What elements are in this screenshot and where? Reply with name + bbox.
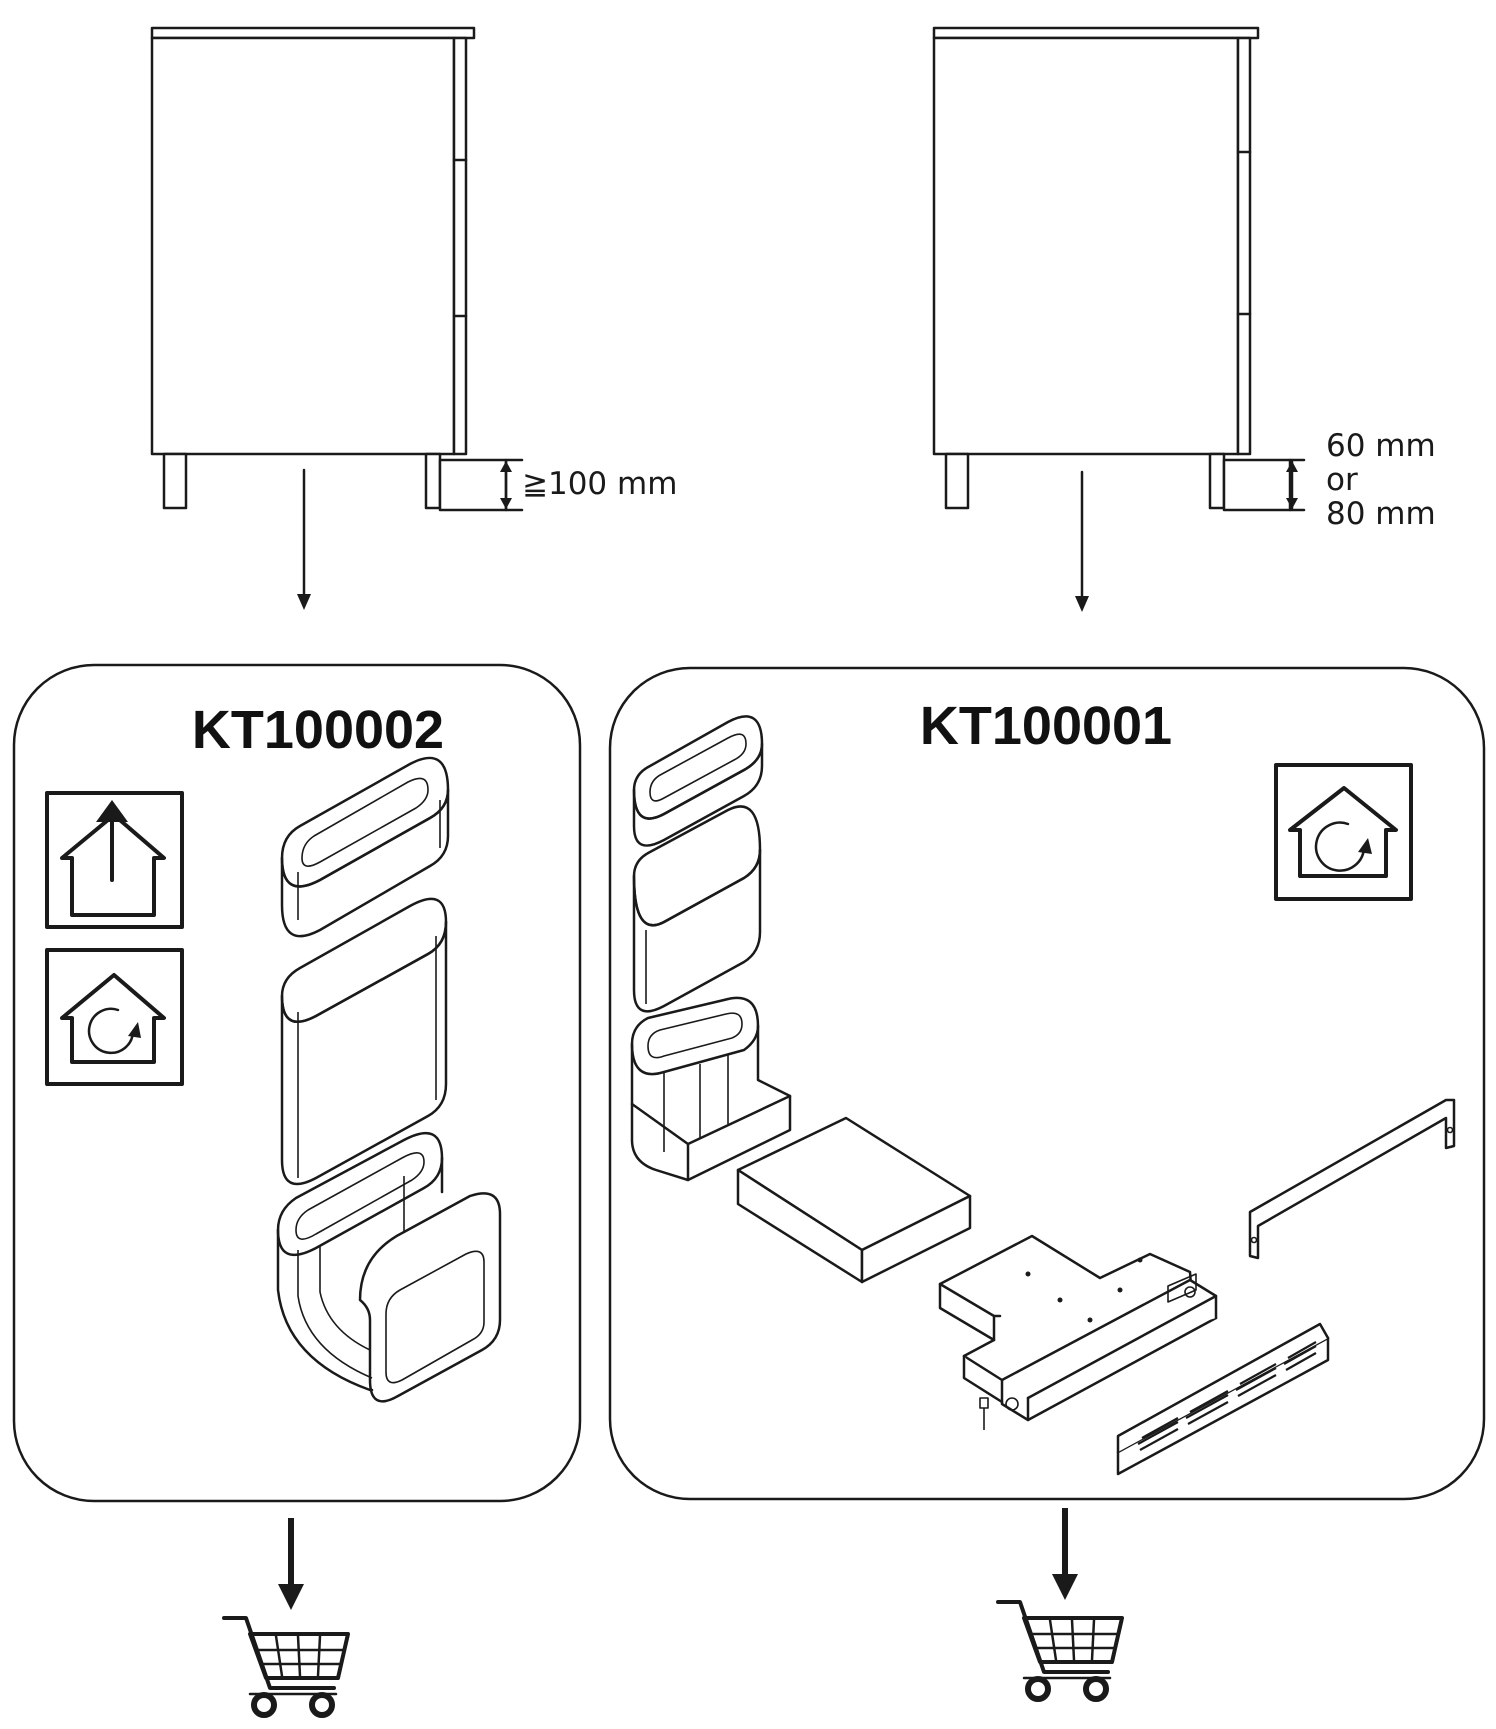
left-clearance-label: ≧100 mm <box>522 466 677 502</box>
recirculation-icon <box>1274 763 1413 901</box>
shopping-cart-icon[interactable] <box>222 1616 350 1718</box>
kit-panel-left: KT100002 <box>12 663 582 1503</box>
flat-duct-connector <box>280 756 450 938</box>
plinth-grille <box>1116 1322 1330 1476</box>
right-clearance-label-line3: 80 mm <box>1326 496 1436 532</box>
flat-duct-elbow-90 <box>276 1131 502 1403</box>
right-cabinet: 60 mm or 80 mm <box>932 26 1436 532</box>
flat-duct-extension <box>280 897 448 1186</box>
left-cabinet: ≧100 mm <box>150 26 677 512</box>
right-order-arrow <box>1052 1508 1078 1600</box>
right-clearance-label-line1: 60 mm <box>1326 428 1436 464</box>
mounting-bracket <box>1248 1098 1456 1260</box>
ducted-exhaust-icon <box>45 791 184 929</box>
left-down-arrow <box>297 468 311 610</box>
right-down-arrow <box>1075 470 1089 612</box>
kit-code-left: KT100002 <box>192 700 444 760</box>
kit-code-right: KT100001 <box>920 696 1172 756</box>
right-clearance-label-line2: or <box>1326 462 1358 498</box>
shopping-cart-icon[interactable] <box>996 1600 1124 1702</box>
flat-duct-elbow <box>630 996 792 1182</box>
plinth-filter-box <box>938 1234 1218 1430</box>
flat-duct-connector <box>632 715 764 847</box>
left-order-arrow <box>278 1518 304 1610</box>
flat-duct-straight <box>736 1116 972 1284</box>
clearance-dimension-arrow <box>500 458 524 512</box>
kit-panel-right: KT100001 <box>608 666 1486 1501</box>
recirculation-icon <box>45 948 184 1086</box>
flat-duct-extension <box>632 805 762 1013</box>
clearance-dimension-arrow <box>1286 458 1306 512</box>
